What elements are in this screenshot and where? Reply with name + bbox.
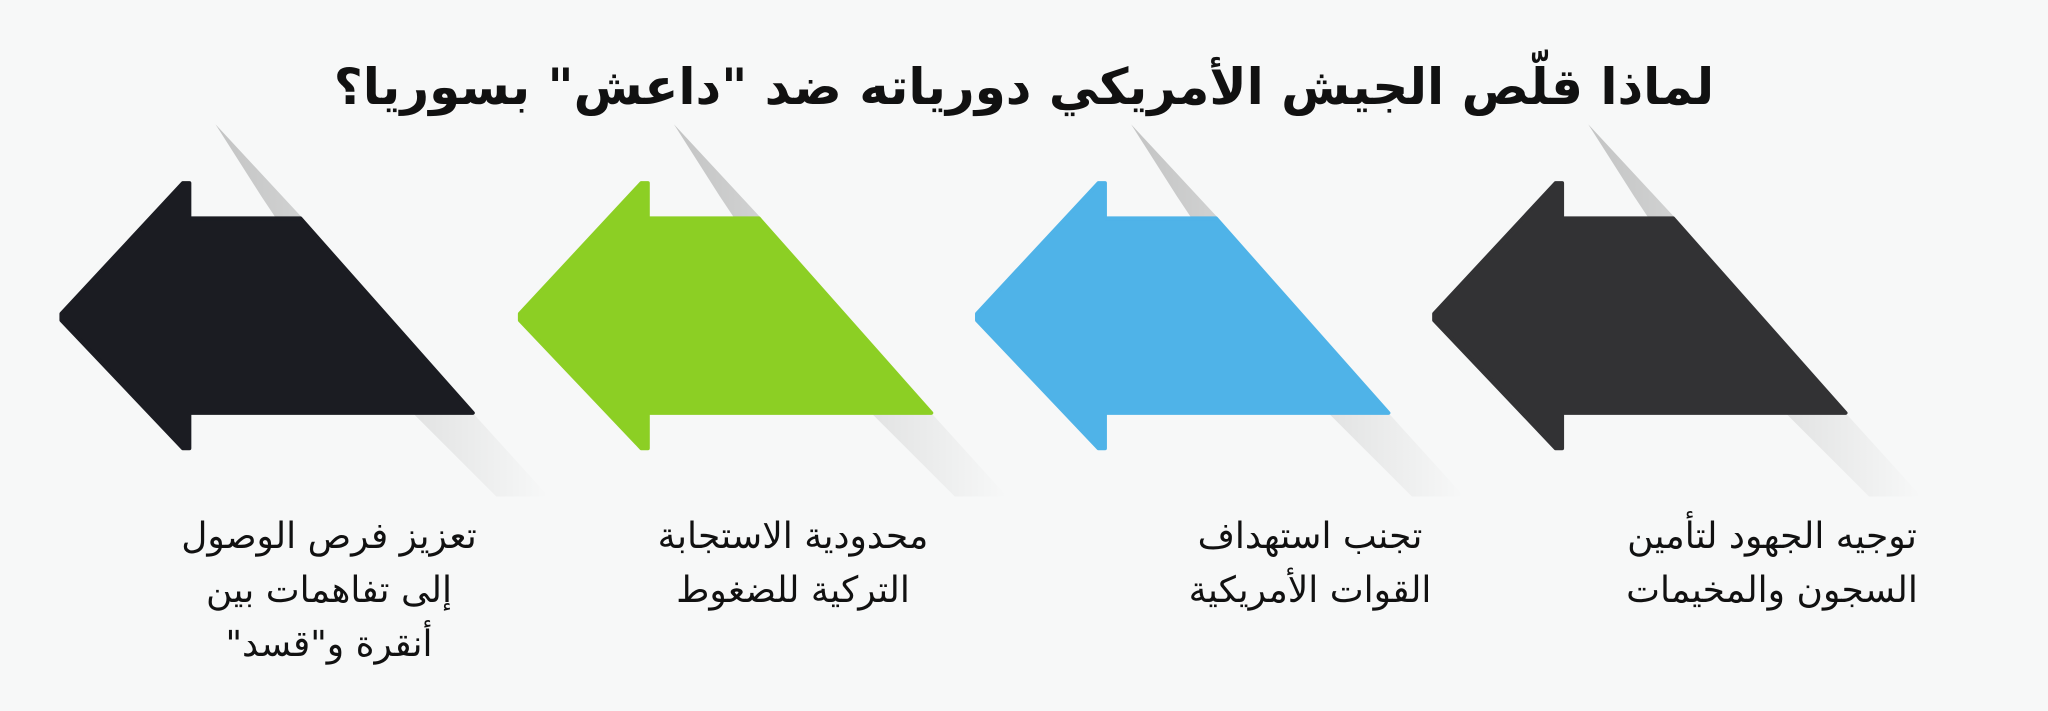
caption-line: تعزيز فرص الوصول	[181, 516, 477, 557]
caption-line: السجون والمخيمات	[1626, 570, 1918, 611]
item-caption-1: توجيه الجهود لتأمين السجون والمخيمات	[1562, 510, 1982, 618]
arrow-2	[975, 124, 1465, 497]
caption-line: تجنب استهداف	[1197, 516, 1423, 557]
caption-line: أنقرة و"قسد"	[225, 624, 433, 665]
arrow-1	[1432, 124, 1922, 497]
arrow-left-icon	[59, 181, 475, 451]
caption-line: القوات الأمريكية	[1188, 570, 1432, 611]
arrow-left-icon	[517, 181, 934, 451]
arrow-4	[59, 124, 549, 497]
item-caption-3: محدودية الاستجابة التركية للضغوط	[583, 510, 1003, 618]
caption-line: إلى تفاهمات بين	[205, 570, 452, 611]
item-caption-4: تعزيز فرص الوصول إلى تفاهمات بين أنقرة و…	[119, 510, 539, 672]
caption-line: التركية للضغوط	[676, 570, 910, 611]
page-title: لماذا قلّص الجيش الأمريكي دورياته ضد "دا…	[333, 58, 1715, 116]
item-caption-2: تجنب استهداف القوات الأمريكية	[1100, 510, 1520, 618]
arrow-left-icon	[1432, 181, 1848, 451]
arrow-3	[517, 124, 1008, 497]
arrow-left-icon	[975, 181, 1391, 451]
caption-line: توجيه الجهود لتأمين	[1627, 516, 1917, 557]
caption-line: محدودية الاستجابة	[657, 516, 929, 557]
